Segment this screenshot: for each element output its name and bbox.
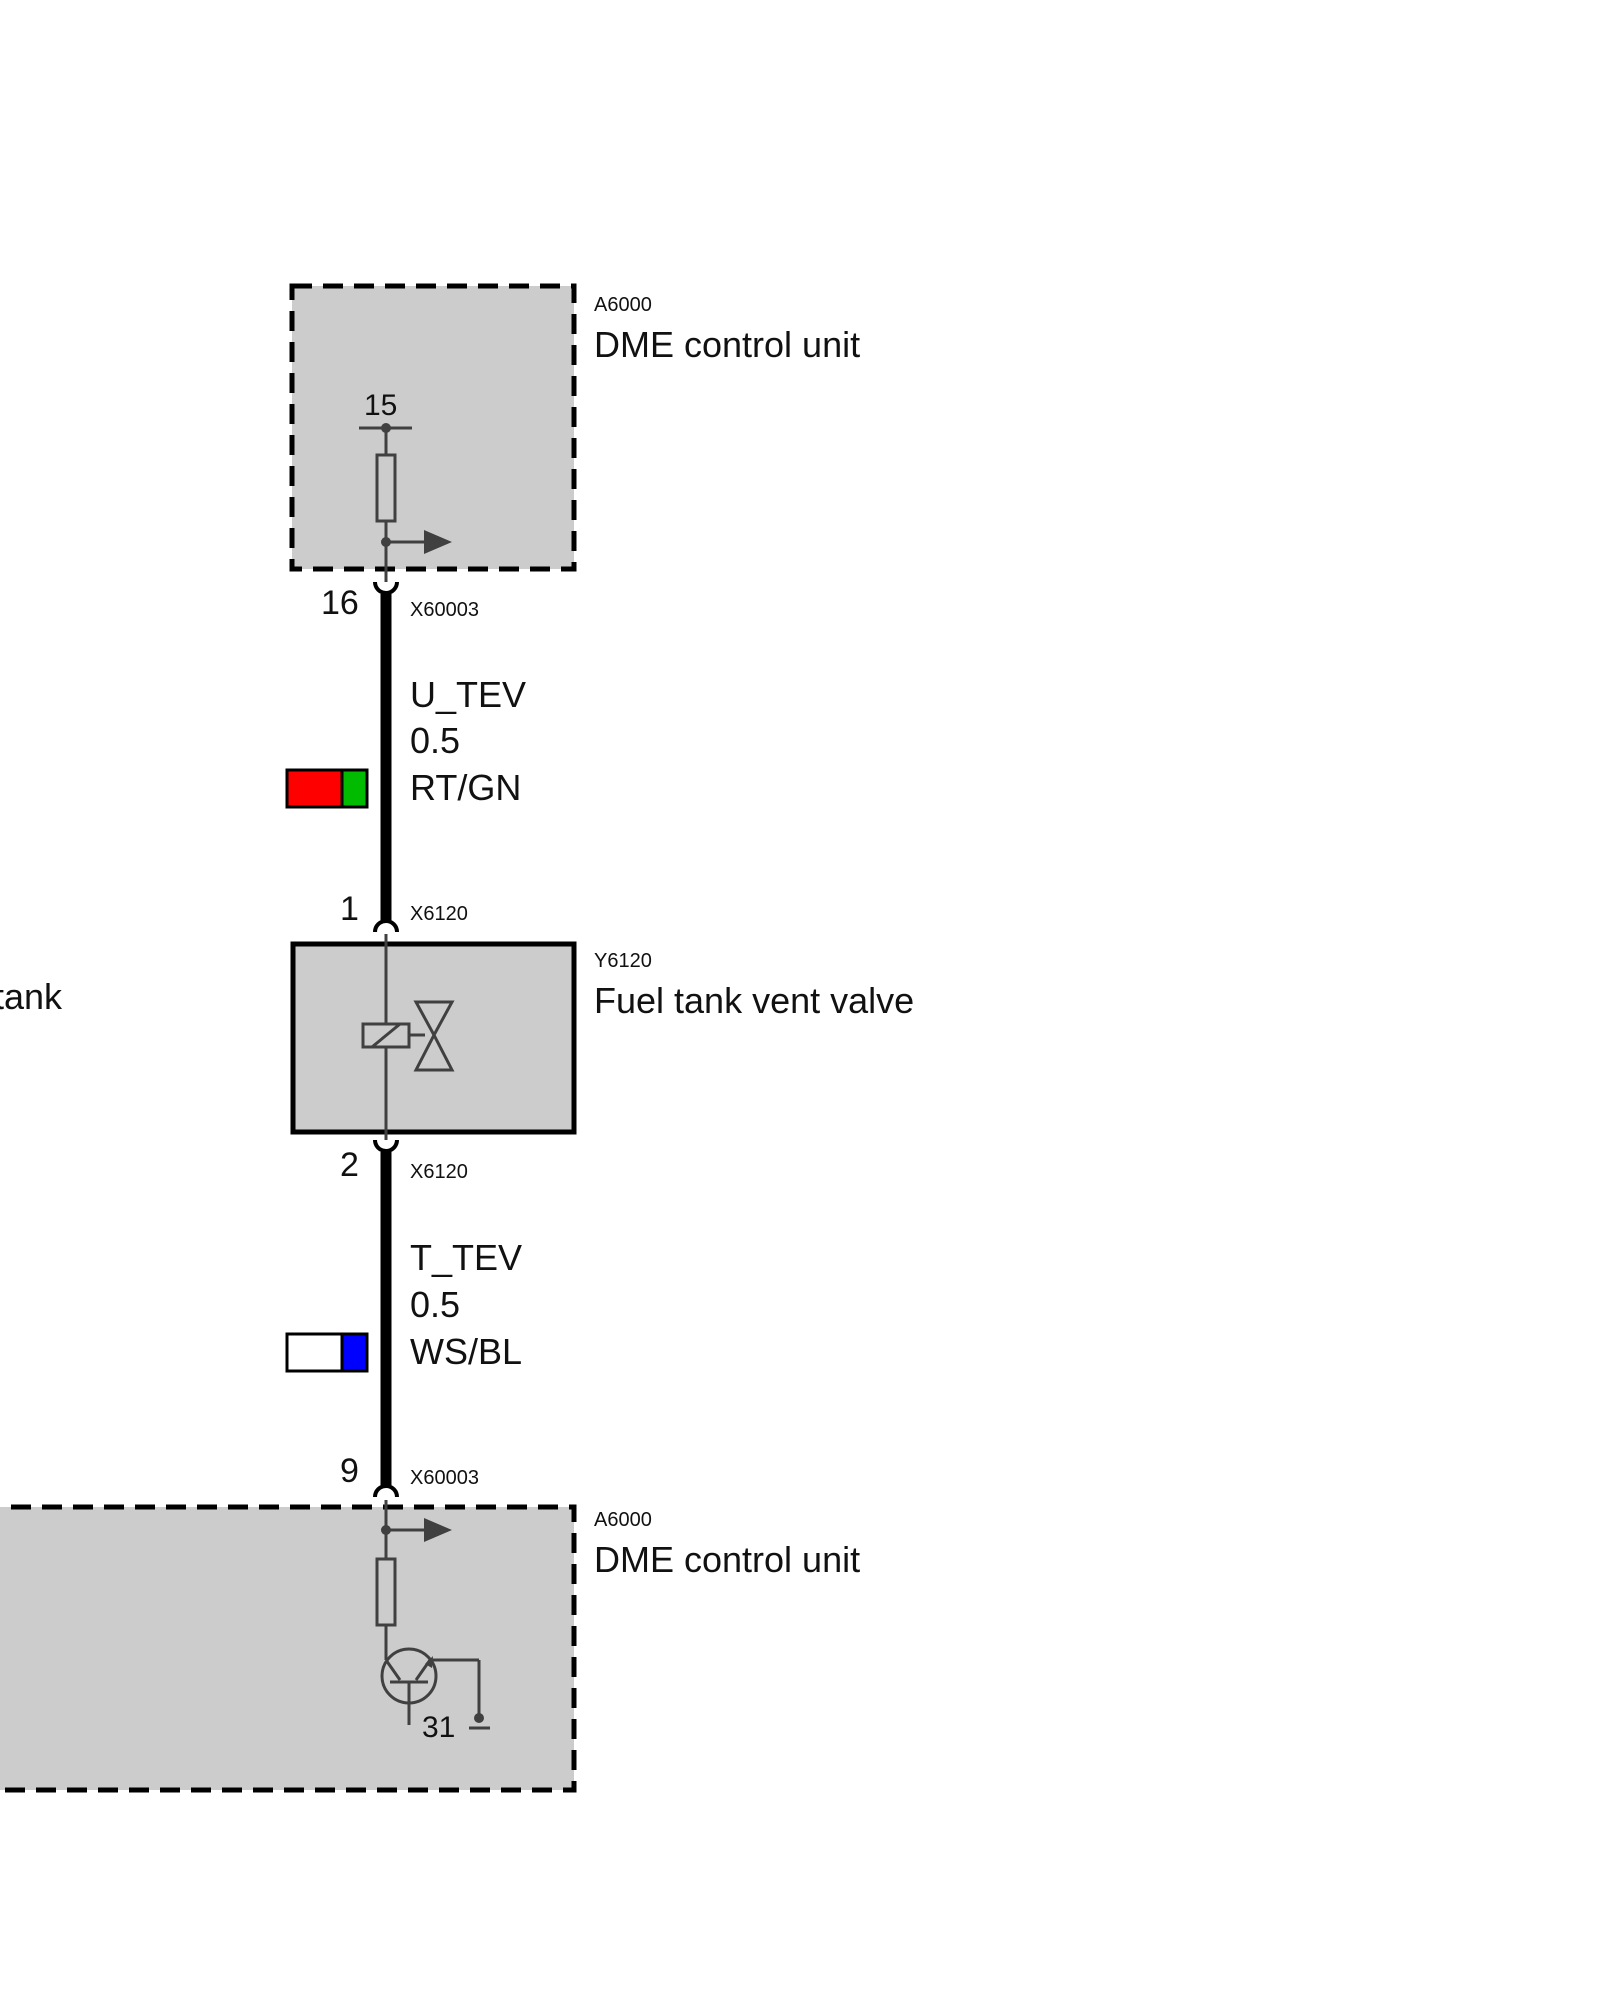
swatch-green xyxy=(340,768,369,809)
dme-control-unit-bottom: A6000 DME control unit 31 xyxy=(0,1500,860,1793)
valve-icon xyxy=(413,1000,455,1072)
connector-cup-icon xyxy=(373,1484,399,1498)
valve-id: Y6120 xyxy=(594,950,652,972)
dme-bottom-box xyxy=(0,1504,577,1793)
swatch-white xyxy=(285,1332,344,1373)
dme-bottom-id: A6000 xyxy=(594,1509,652,1531)
swatch-red xyxy=(285,768,344,809)
output-arrow-icon xyxy=(424,530,452,554)
connector-pin: 9 xyxy=(340,1452,359,1490)
dme-control-unit-top: A6000 DME control unit 15 xyxy=(289,283,860,590)
connector-name: X6120 xyxy=(410,903,468,925)
terminal-15-label: 15 xyxy=(364,389,397,422)
wire-size: 0.5 xyxy=(410,1284,460,1325)
dme-bottom-name: DME control unit xyxy=(594,1539,860,1580)
wire-size: 0.5 xyxy=(410,720,460,761)
connector-x6120-1: 1 X6120 xyxy=(340,890,468,933)
connector-name: X60003 xyxy=(410,1467,479,1489)
wire-color-swatch xyxy=(285,1332,369,1373)
solenoid-coil-slash xyxy=(371,1022,401,1049)
dme-top-id: A6000 xyxy=(594,294,652,316)
wire-t-tev: T_TEV 0.5 WS/BL xyxy=(285,1152,522,1486)
connector-pin: 16 xyxy=(321,584,359,622)
connector-x6120-2: 2 X6120 xyxy=(340,1139,468,1184)
connector-x60003-9: 9 X60003 xyxy=(340,1452,479,1498)
wire-signal: T_TEV xyxy=(410,1237,522,1278)
output-arrow-icon xyxy=(424,1518,452,1542)
fuel-tank-vent-valve: Y6120 Fuel tank vent valve xyxy=(290,934,914,1143)
connector-cup-icon xyxy=(373,581,399,595)
connector-pin: 2 xyxy=(340,1146,359,1184)
wire-u-tev: U_TEV 0.5 RT/GN xyxy=(285,594,526,922)
terminal-31-label: 31 xyxy=(422,1711,455,1744)
dme-top-box xyxy=(289,283,577,572)
swatch-blue xyxy=(340,1332,369,1373)
wire-color-swatch xyxy=(285,768,369,809)
connector-cup-icon xyxy=(373,1139,399,1153)
wire-color-code: RT/GN xyxy=(410,767,521,808)
connector-name: X60003 xyxy=(410,599,479,621)
wire-color-code: WS/BL xyxy=(410,1331,522,1372)
connector-pin: 1 xyxy=(340,890,359,928)
connector-cup-icon xyxy=(373,919,399,933)
ground-node xyxy=(474,1713,484,1723)
valve-name: Fuel tank vent valve xyxy=(594,980,914,1021)
dme-top-name: DME control unit xyxy=(594,324,860,365)
connector-name: X6120 xyxy=(410,1161,468,1183)
cut-off-label: tank xyxy=(0,976,63,1017)
connector-x60003-16: 16 X60003 xyxy=(321,581,479,622)
wire-signal: U_TEV xyxy=(410,674,526,715)
transistor-icon xyxy=(380,1625,481,1725)
